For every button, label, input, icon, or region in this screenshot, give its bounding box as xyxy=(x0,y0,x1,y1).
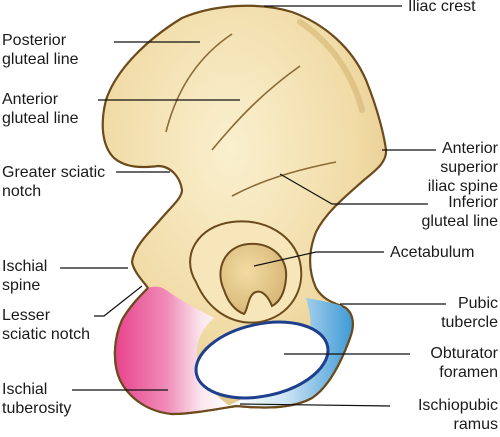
label-anterior-gluteal-line: Anterior gluteal line xyxy=(2,91,79,127)
leader-inferior-gluteal-line xyxy=(279,173,428,205)
acetabulum-fossa xyxy=(219,242,288,316)
label-inferior-gluteal-line: Inferior gluteal line xyxy=(421,194,499,230)
label-acetabulum: Acetabulum xyxy=(390,244,475,261)
leader-ischiopubic-ramus xyxy=(239,403,391,407)
label-pubic-tubercle: Pubic tubercle xyxy=(441,295,498,331)
label-posterior-gluteal-line: Posterior gluteal line xyxy=(2,32,79,68)
label-lesser-sciatic-notch: Lesser sciatic notch xyxy=(2,307,91,343)
ala-shading xyxy=(297,19,365,113)
posterior-gluteal-line-shape xyxy=(165,33,233,133)
label-ischial-tuberosity: Ischial tuberosity xyxy=(2,381,72,417)
label-ischiopubic-ramus: Ischiopubic ramus xyxy=(417,397,498,433)
leader-acetabulum xyxy=(253,251,384,267)
label-anterior-superior-iliac-spine: Anterior superior iliac spine xyxy=(427,140,498,195)
lower-outline xyxy=(113,287,354,416)
pubis-region xyxy=(228,298,353,409)
label-iliac-crest: Iliac crest xyxy=(408,0,476,15)
inferior-gluteal-line-shape xyxy=(231,161,337,197)
leader-lines xyxy=(60,5,446,407)
label-obturator-foramen: Obturator foramen xyxy=(430,345,498,381)
leader-lesser-sciatic-notch xyxy=(94,285,143,317)
label-greater-sciatic-notch: Greater sciatic notch xyxy=(2,164,106,200)
anterior-gluteal-line-shape xyxy=(211,65,301,151)
label-ischial-spine: Ischial spine xyxy=(2,258,48,294)
obturator-foramen-shape xyxy=(194,320,330,400)
